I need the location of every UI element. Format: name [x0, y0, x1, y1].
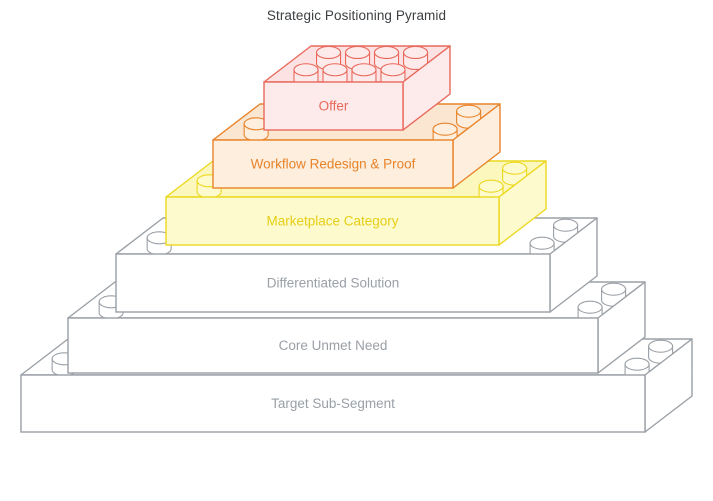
stud-0-front-2-cap: [351, 63, 377, 77]
stud-0-front-0-cap: [293, 63, 319, 77]
brick-label-2: Marketplace Category: [266, 214, 398, 229]
brick-front-face-4: [67, 317, 599, 374]
stud-2-right-b-cap: [502, 161, 528, 175]
stud-2-right-a-cap: [478, 179, 504, 193]
stud-5-right-a-cap: [624, 357, 650, 371]
brick-front-face-3: [115, 253, 551, 313]
brick-label-3: Differentiated Solution: [267, 276, 400, 291]
brick-front-face-1: [212, 139, 454, 189]
brick-front-face-0: [263, 81, 404, 131]
stud-0-front-1-cap: [322, 63, 348, 77]
stud-5-right-b-cap: [648, 339, 674, 353]
stud-0-front-3-cap: [380, 63, 406, 77]
stud-3-right-a-cap: [529, 236, 555, 250]
brick-label-0: Offer: [319, 99, 349, 114]
stud-0-back-2-cap: [373, 45, 400, 60]
lego-brick-level-0[interactable]: Offer: [263, 45, 451, 131]
stud-0-back-0-cap: [315, 45, 342, 60]
brick-front-face-5: [20, 374, 646, 433]
stud-1-right-a-cap: [432, 122, 458, 136]
stud-4-right-a-cap: [577, 300, 603, 314]
brick-label-5: Target Sub-Segment: [271, 396, 395, 411]
stud-4-right-b-cap: [601, 282, 627, 296]
stud-3-right-b-cap: [553, 218, 579, 232]
brick-front-face-2: [165, 196, 500, 246]
stud-1-right-b-cap: [456, 104, 482, 118]
brick-label-4: Core Unmet Need: [279, 338, 388, 353]
brick-label-1: Workflow Redesign & Proof: [251, 157, 416, 172]
page-title: Strategic Positioning Pyramid: [266, 8, 447, 23]
stud-0-back-1-cap: [344, 45, 371, 60]
stud-0-back-3-cap: [402, 45, 429, 60]
